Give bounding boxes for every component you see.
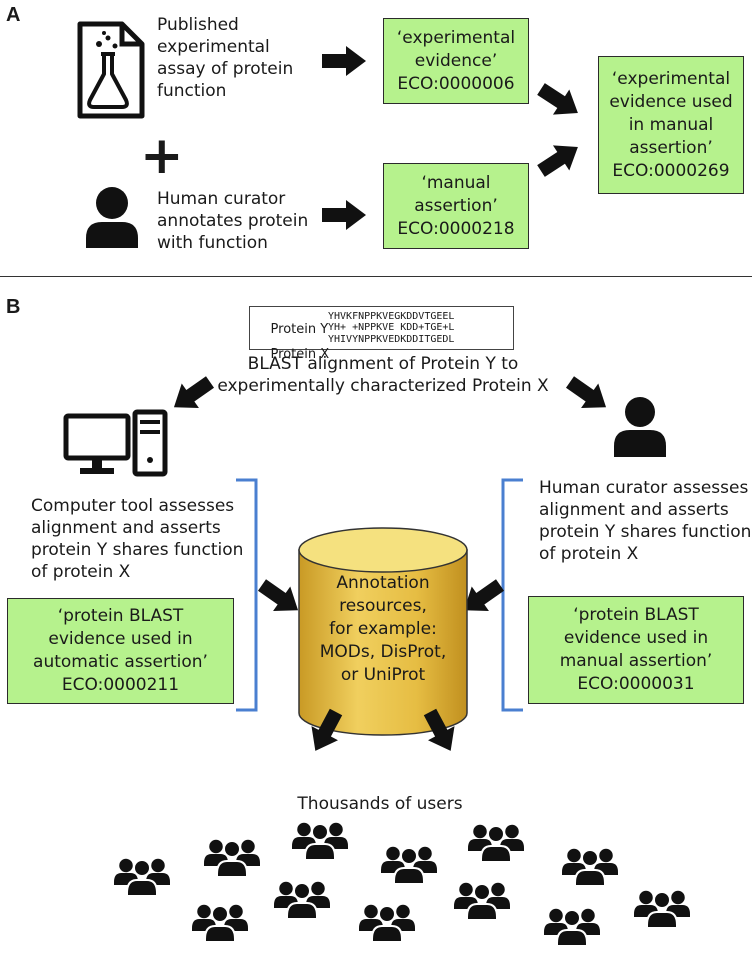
text-line: alignment and asserts bbox=[539, 500, 729, 520]
arrow-right-icon bbox=[322, 46, 366, 76]
box-line: automatic assertion’ bbox=[33, 652, 208, 672]
box-line: ‘experimental bbox=[396, 27, 516, 48]
box-line: evidence used in bbox=[48, 629, 193, 649]
text-line: of protein X bbox=[539, 544, 639, 564]
user-group-icon bbox=[634, 891, 690, 928]
text-line: experimentally characterized Protein X bbox=[217, 376, 549, 396]
user-group-icon bbox=[114, 859, 170, 896]
user-group-icon bbox=[468, 825, 524, 862]
arrow-right-icon bbox=[532, 76, 587, 126]
document-flask-icon bbox=[77, 21, 145, 119]
box-line: manual assertion’ bbox=[559, 651, 713, 671]
text-line: Annotation bbox=[336, 573, 430, 593]
users-caption: Thousands of users bbox=[297, 794, 463, 814]
human-curator-assesses-text: Human curator assesses alignment and ass… bbox=[539, 477, 751, 565]
box-line: ‘protein BLAST bbox=[57, 606, 184, 626]
human-curator-text: Human curator annotates protein with fun… bbox=[157, 188, 308, 254]
text-line: protein Y shares function bbox=[539, 522, 752, 542]
text-line: Computer tool assesses bbox=[31, 496, 235, 516]
manual-blast-assertion-box: ‘protein BLAST evidence used in manual a… bbox=[528, 596, 744, 704]
box-line: in manual bbox=[628, 114, 714, 135]
arrow-right-icon bbox=[561, 369, 615, 420]
users-crowd bbox=[114, 823, 690, 946]
arrow-right-icon bbox=[165, 369, 219, 420]
user-group-icon bbox=[454, 883, 510, 920]
person-icon bbox=[614, 397, 666, 457]
user-group-icon bbox=[359, 905, 415, 942]
box-line: evidence used bbox=[609, 91, 733, 112]
text-line: Human curator assesses bbox=[539, 478, 749, 498]
experimental-evidence-box: ‘experimental evidence’ ECO:0000006 bbox=[383, 18, 529, 104]
text-line: function bbox=[157, 81, 227, 101]
blast-alignment-box: Protein Y YHVKFNPPKVEGKDDVTGEEL YH+ +NPP… bbox=[249, 306, 514, 362]
panel-a-label: A bbox=[6, 4, 21, 26]
box-line: ECO:0000006 bbox=[397, 73, 515, 94]
panel-b-label: B bbox=[6, 296, 21, 318]
box-line: ECO:0000031 bbox=[577, 674, 695, 694]
computer-icon bbox=[63, 409, 168, 477]
user-group-icon bbox=[204, 840, 260, 877]
box-line: evidence’ bbox=[414, 50, 498, 71]
box-line: assertion’ bbox=[629, 137, 713, 158]
text-line: BLAST alignment of Protein Y to bbox=[247, 354, 519, 374]
text-line: MODs, DisProt, bbox=[319, 642, 447, 662]
text-line: resources, bbox=[339, 596, 427, 616]
alignment-row-x: Protein X YHIVYNPPKVEDKDDITGEDL bbox=[254, 334, 455, 390]
blast-caption: BLAST alignment of Protein Y to experime… bbox=[200, 353, 566, 397]
alignment-label: Protein X bbox=[270, 347, 330, 362]
box-line: ‘manual bbox=[421, 172, 491, 193]
database-label: Annotation resources, for example: MODs,… bbox=[301, 572, 465, 687]
text-line: or UniProt bbox=[340, 665, 426, 685]
text-line: alignment and asserts bbox=[31, 518, 221, 538]
alignment-sequence: YH+ +NPPKVE KDD+TGE+L bbox=[328, 322, 455, 333]
alignment-label: Protein Y bbox=[270, 322, 329, 337]
user-group-icon bbox=[292, 823, 348, 860]
user-group-icon bbox=[381, 847, 437, 884]
text-line: assay of protein bbox=[157, 59, 294, 79]
text-line: with function bbox=[157, 233, 268, 253]
user-group-icon bbox=[274, 882, 330, 919]
text-line: of protein X bbox=[31, 562, 131, 582]
alignment-sequence: YHVKFNPPKVEGKDDVTGEEL bbox=[328, 311, 455, 322]
alignment-sequence: YHIVYNPPKVEDKDDITGEDL bbox=[328, 334, 455, 345]
box-line: ‘experimental bbox=[611, 68, 731, 89]
text-line: annotates protein bbox=[157, 211, 309, 231]
manual-assertion-box: ‘manual assertion’ ECO:0000218 bbox=[383, 163, 529, 249]
database-cylinder bbox=[298, 527, 468, 736]
box-line: ‘protein BLAST bbox=[573, 605, 699, 625]
alignment-row-match: YH+ +NPPKVE KDD+TGE+L bbox=[254, 322, 454, 378]
combined-evidence-box: ‘experimental evidence used in manual as… bbox=[598, 56, 744, 194]
box-line: ECO:0000218 bbox=[397, 218, 515, 239]
right-bracket bbox=[501, 478, 523, 712]
user-group-icon bbox=[192, 905, 248, 942]
computer-tool-text: Computer tool assesses alignment and ass… bbox=[31, 495, 243, 583]
panel-divider bbox=[0, 276, 752, 277]
box-line: evidence used in bbox=[563, 628, 709, 648]
text-line: for example: bbox=[329, 619, 437, 639]
box-line: ECO:0000269 bbox=[612, 160, 730, 181]
box-line: ECO:0000211 bbox=[61, 675, 180, 695]
text-line: experimental bbox=[157, 37, 270, 57]
automatic-assertion-box: ‘protein BLAST evidence used in automati… bbox=[7, 598, 234, 704]
left-bracket bbox=[236, 478, 258, 712]
user-group-icon bbox=[544, 909, 600, 946]
person-icon bbox=[86, 187, 138, 248]
arrow-right-icon bbox=[532, 134, 587, 184]
plus-sign: + bbox=[140, 126, 184, 186]
text-line: protein Y shares function bbox=[31, 540, 244, 560]
text-line: Published bbox=[157, 15, 239, 35]
arrow-right-icon bbox=[322, 200, 366, 230]
box-line: assertion’ bbox=[414, 195, 498, 216]
alignment-row-y: Protein Y YHVKFNPPKVEGKDDVTGEEL bbox=[254, 309, 455, 365]
user-group-icon bbox=[562, 849, 618, 886]
text-line: Human curator bbox=[157, 189, 286, 209]
published-assay-text: Published experimental assay of protein … bbox=[157, 14, 293, 102]
